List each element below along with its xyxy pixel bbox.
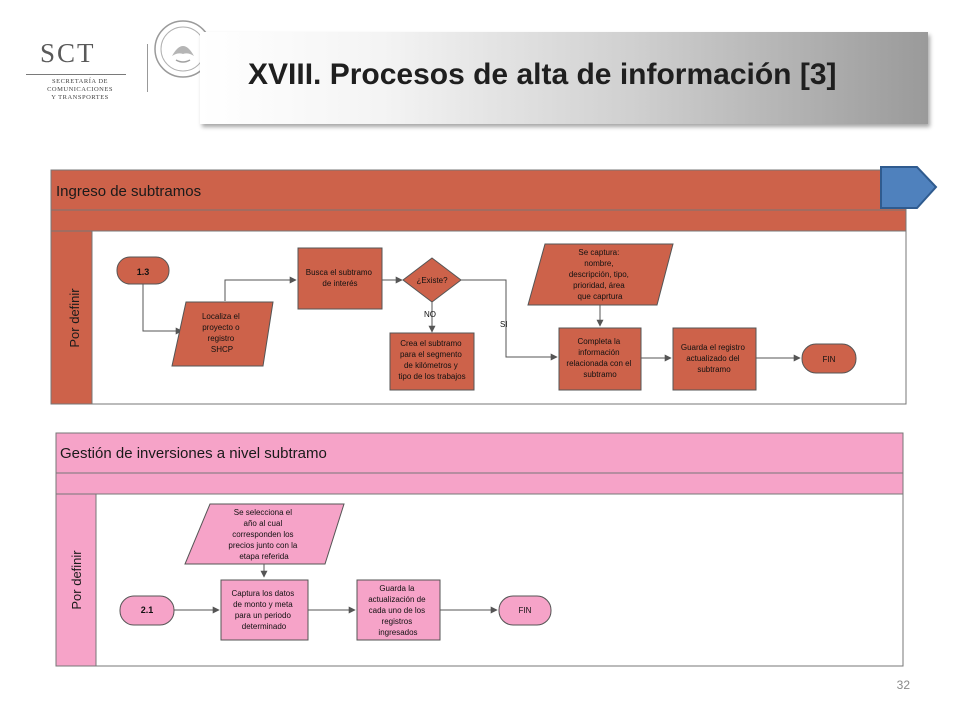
lane2-body	[55, 493, 904, 667]
captura-datos-node: Captura los datos de monto y meta para u…	[220, 579, 309, 641]
svg-text:Se captura: nombre,: Se captura: nombre, descripción, tipo, p…	[569, 248, 631, 301]
lane2-start-label: 2.1	[141, 605, 154, 615]
captura-datos-line: determinado	[242, 622, 287, 631]
crea-line: Crea el subtramo	[400, 339, 462, 348]
busca-node: Busca el subtramo de interés	[297, 247, 383, 310]
svg-text:Crea el subtramo para el: Crea el subtramo para el segmento de kil…	[398, 339, 465, 381]
logo-sub-line-2: COMUNICACIONES	[47, 86, 113, 93]
lane2-subheader	[55, 472, 904, 495]
captura-datos-line: Captura los datos	[232, 589, 295, 598]
completa-line: relacionada con el	[566, 359, 631, 368]
captura-line: descripción, tipo,	[569, 270, 629, 279]
lane1-start-label: 1.3	[137, 267, 150, 277]
localiza-line: proyecto o	[202, 323, 240, 332]
crea-line: de kilómetros y	[404, 361, 458, 370]
lane1-connectors	[142, 276, 801, 362]
lane2-role-label: Por definir	[69, 550, 84, 610]
lane1-subheader	[50, 209, 907, 232]
lane1-start-node: 1.3	[116, 256, 170, 285]
svg-text:Captura los datos de mon: Captura los datos de monto y meta para u…	[232, 589, 297, 631]
lane1-fin-node: FIN	[801, 343, 857, 374]
localiza-line: registro	[208, 334, 235, 343]
sct-logo-text: SCT	[40, 38, 96, 68]
svg-text:Busca el subtramo de int: Busca el subtramo de interés	[306, 268, 375, 288]
logo-sub-line-1: SECRETARÍA DE	[52, 78, 108, 85]
completa-line: Completa la	[578, 337, 621, 346]
lane2-connectors	[174, 564, 498, 614]
si-branch-label: SI	[500, 320, 508, 329]
guarda-actualizacion-line: cada uno de los	[369, 606, 426, 615]
selecciona-line: Se selecciona el	[234, 508, 292, 517]
captura-input-node: Se captura: nombre, descripción, tipo, p…	[527, 243, 674, 306]
guarda-line: Guarda el registro	[681, 343, 746, 352]
captura-line: Se captura:	[578, 248, 619, 257]
localiza-node: Localiza el proyecto o registro SHCP	[171, 301, 274, 367]
guarda-actualizacion-line: ingresados	[378, 628, 417, 637]
guarda-actualizacion-node: Guarda la actualización de cada uno de l…	[356, 579, 441, 641]
selecciona-line: etapa referida	[239, 552, 289, 561]
svg-text:Guarda el registro actua: Guarda el registro actualizado del subtr…	[681, 343, 747, 374]
completa-line: subtramo	[583, 370, 617, 379]
svg-text:Guarda la actualización: Guarda la actualización de cada uno de l…	[368, 584, 428, 637]
crea-line: para el segmento	[400, 350, 462, 359]
captura-line: nombre,	[584, 259, 613, 268]
lane1-fin-label: FIN	[823, 355, 836, 364]
selecciona-input-node: Se selecciona el año al cual corresponde…	[184, 503, 345, 565]
logo-area: SCT SECRETARÍA DE COMUNICACIONES Y TRANS…	[0, 12, 230, 102]
lane2-fin-label: FIN	[519, 606, 532, 615]
captura-line: prioridad, área	[573, 281, 625, 290]
captura-line: que caprtura	[578, 292, 623, 301]
busca-line: Busca el subtramo	[306, 268, 373, 277]
logo-divider	[147, 44, 148, 92]
svg-text:Se selecciona el año al: Se selecciona el año al cual corresponde…	[228, 508, 299, 561]
selecciona-line: corresponden los	[232, 530, 293, 539]
captura-datos-line: para un periodo	[235, 611, 292, 620]
no-branch-label: NO	[424, 310, 436, 319]
lane2-title: Gestión de inversiones a nivel subtramo	[60, 445, 327, 462]
guarda-actualizacion-line: actualización de	[368, 595, 426, 604]
lane1-body	[50, 230, 907, 405]
decision-label: ¿Existe?	[416, 276, 448, 285]
guarda-actualizacion-line: registros	[382, 617, 413, 626]
localiza-line: SHCP	[211, 345, 233, 354]
selecciona-line: año al cual	[244, 519, 283, 528]
lane1-role-label: Por definir	[67, 288, 82, 348]
lane-ingreso-de-subtramos: Ingreso de subtramos Por definir	[50, 169, 907, 405]
lane2-start-node: 2.1	[119, 595, 175, 626]
guarda-line: subtramo	[697, 365, 731, 374]
lane2-header	[55, 432, 904, 474]
selecciona-line: precios junto con la	[228, 541, 297, 550]
svg-text:Localiza el proyecto o: Localiza el proyecto o registro SHCP	[202, 312, 242, 354]
logo-sub-line-3: Y TRANSPORTES	[51, 94, 109, 101]
completa-line: información	[578, 348, 619, 357]
lane1-role-cell	[50, 230, 93, 405]
guarda-node: Guarda el registro actualizado del subtr…	[672, 327, 757, 391]
crea-line: tipo de los trabajos	[398, 372, 465, 381]
existe-decision: ¿Existe?	[402, 257, 462, 303]
guarda-actualizacion-line: Guarda la	[379, 584, 415, 593]
localiza-line: Localiza el	[202, 312, 240, 321]
lane1-title: Ingreso de subtramos	[56, 183, 201, 200]
crea-node: Crea el subtramo para el segmento de kil…	[389, 332, 475, 391]
lane2-fin-node: FIN	[498, 595, 552, 626]
lane2-role-cell	[55, 493, 97, 667]
busca-line: de interés	[322, 279, 357, 288]
captura-datos-line: de monto y meta	[233, 600, 293, 609]
title-banner	[200, 32, 928, 124]
lane-gestion-de-inversiones: Gestión de inversiones a nivel subtramo …	[55, 432, 904, 667]
page-title: XVIII. Procesos de alta de información […	[248, 58, 837, 91]
completa-node: Completa la información relacionada con …	[558, 327, 642, 391]
svg-text:Completa la información: Completa la información relacionada con …	[566, 337, 633, 379]
page-number: 32	[896, 678, 910, 692]
next-arrow-icon[interactable]	[880, 166, 938, 209]
guarda-line: actualizado del	[686, 354, 740, 363]
logo-rule	[26, 74, 126, 75]
